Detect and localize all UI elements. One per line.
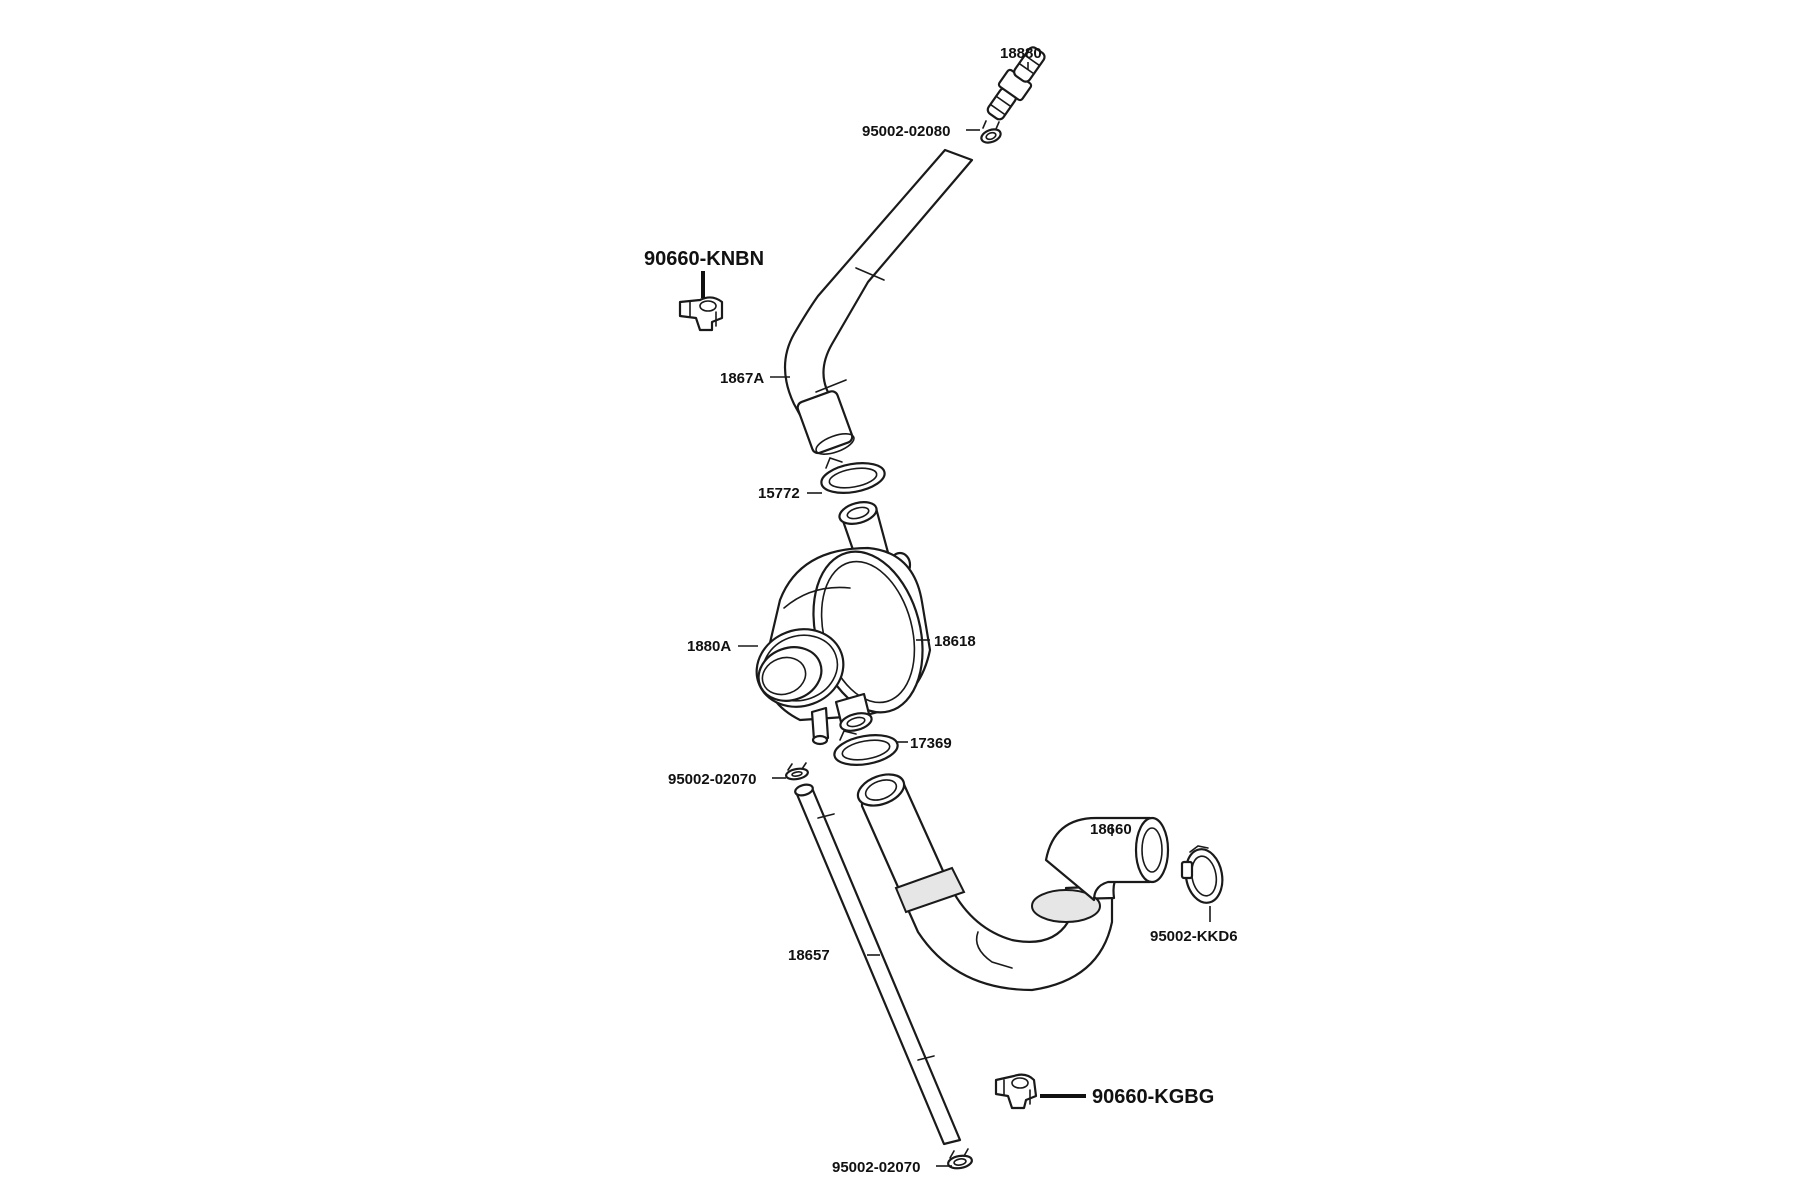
label-1880A: 1880A [687, 638, 731, 655]
label-18618: 18618 [934, 633, 976, 650]
label-18880: 18880 [1000, 45, 1042, 62]
oring-15772 [820, 457, 886, 494]
label-18660: 18660 [1090, 821, 1132, 838]
clip-95002-02070-upper [785, 762, 809, 781]
label-95002-02070-upper: 95002-02070 [668, 771, 756, 788]
clamp-90660-KGBG [994, 1073, 1038, 1110]
label-95002-KKD6: 95002-KKD6 [1150, 928, 1238, 945]
tube-18657 [794, 783, 962, 1146]
label-15772: 15772 [758, 485, 800, 502]
clamp-95002-KKD6 [1180, 845, 1224, 904]
fitting-18880 [986, 46, 1046, 121]
label-90660-KGBG: 90660-KGBG [1092, 1086, 1214, 1108]
label-95002-02080: 95002-02080 [862, 123, 950, 140]
hose-18660 [856, 773, 1170, 992]
canister-assembly [755, 501, 932, 746]
leader-lines [701, 62, 1211, 1167]
label-18657: 18657 [788, 947, 830, 964]
label-1867A: 1867A [720, 370, 764, 387]
clip-95002-02080 [980, 120, 1002, 144]
label-17369: 17369 [910, 735, 952, 752]
label-90660-KNBN: 90660-KNBN [644, 248, 764, 270]
oring-17369 [833, 730, 899, 766]
clamp-90660-KNBN [678, 296, 724, 332]
label-95002-02070-lower: 95002-02070 [832, 1159, 920, 1176]
clip-95002-02070-lower [947, 1148, 973, 1170]
hose-1867A [784, 148, 974, 455]
part-labels: 18880 95002-02080 90660-KNBN 1867A 15772… [644, 45, 1238, 1176]
